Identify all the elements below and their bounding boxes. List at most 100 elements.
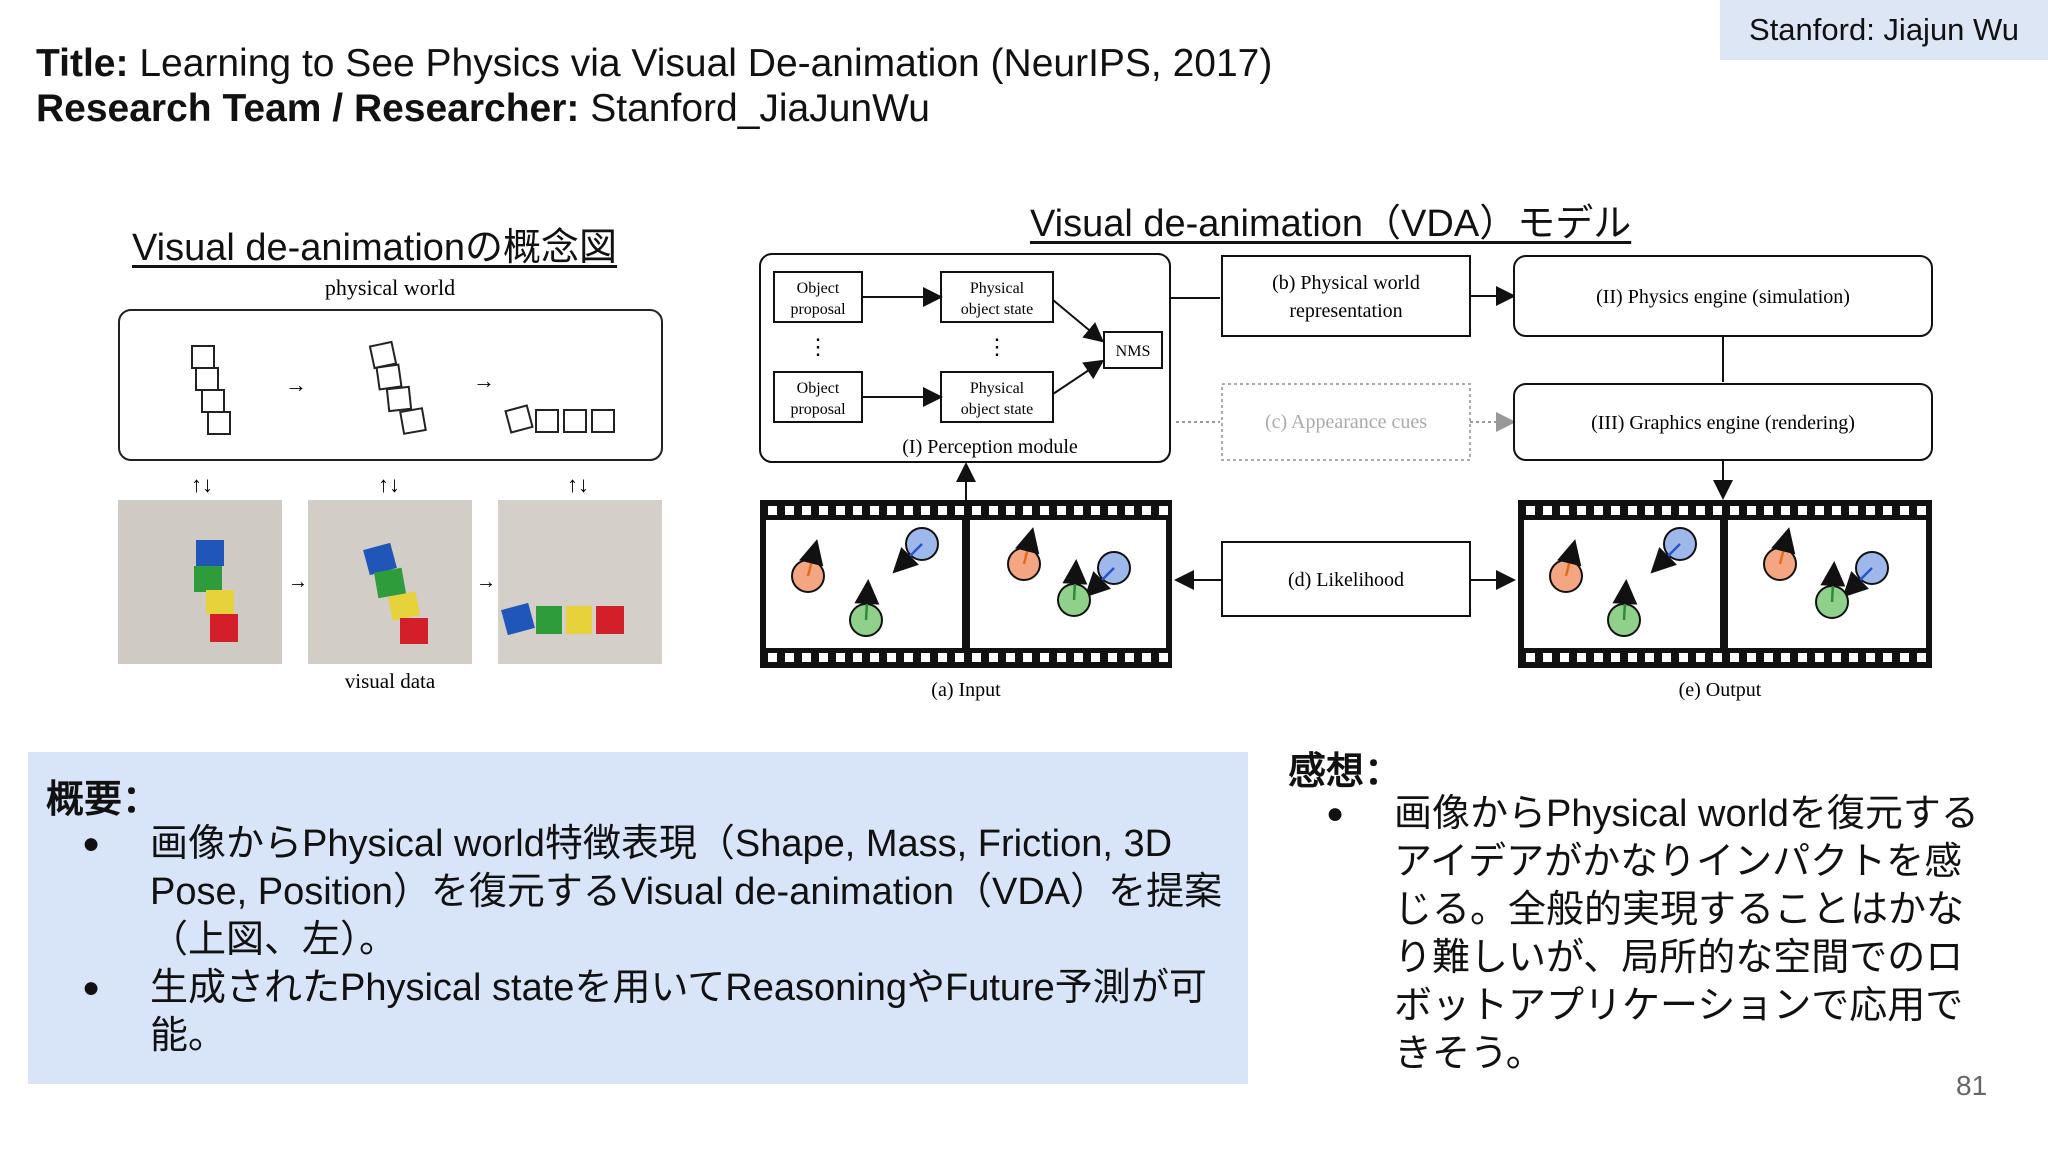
object-proposal-text-1a: Object [797, 280, 840, 297]
film-sprocket-hole [785, 653, 794, 662]
film-sprocket-hole [1057, 653, 1066, 662]
film-sprocket-hole [1781, 506, 1790, 515]
stack-arrow-1: → [285, 372, 307, 397]
film-sprocket-hole [972, 506, 981, 515]
film-sprocket-hole [1108, 653, 1117, 662]
visual-data-label: visual data [345, 669, 436, 693]
film-sprocket-hole [1543, 506, 1552, 515]
film-sprocket-hole [1747, 653, 1756, 662]
likelihood-text: (d) Likelihood [1288, 569, 1404, 591]
vertical-ellipsis-2: ⋮ [986, 334, 1008, 359]
physical-state-text-1b: object state [961, 301, 1033, 318]
summary-heading: 概要： [46, 779, 161, 821]
film-sprocket-hole [955, 653, 964, 662]
film-sprocket-hole [904, 506, 913, 515]
film-sprocket-hole [887, 653, 896, 662]
film-sprocket-hole [836, 653, 845, 662]
film-sprocket-hole [1142, 653, 1151, 662]
film-sprocket-hole [1611, 506, 1620, 515]
object-proposal-text-2a: Object [797, 380, 840, 397]
author-tag-text: Stanford: Jiajun Wu [1749, 12, 2019, 47]
film-sprocket-hole [1594, 653, 1603, 662]
cube-stack-2 [368, 340, 427, 435]
film-sprocket-hole [938, 506, 947, 515]
title-label: Title: [36, 42, 129, 85]
film-sprocket-hole [1696, 506, 1705, 515]
film-sprocket-hole [1866, 506, 1875, 515]
physical-state-box-2 [940, 371, 1054, 423]
film-sprocket-hole [1611, 653, 1620, 662]
film-sprocket-hole [1543, 653, 1552, 662]
summary-box [28, 752, 1248, 1084]
left-figure-heading: Visual de-animationの概念図 [132, 227, 618, 269]
film-sprocket-hole [1696, 653, 1705, 662]
author-tag: Stanford: Jiajun Wu [1720, 0, 2048, 60]
film-sprocket-hole [921, 653, 930, 662]
output-label: (e) Output [1679, 679, 1762, 701]
film-sprocket-hole [904, 653, 913, 662]
film-sprocket-hole [1849, 653, 1858, 662]
film-sprocket-hole [1662, 506, 1671, 515]
film-sprocket-hole [1091, 506, 1100, 515]
film-sprocket-hole [1628, 653, 1637, 662]
physical-world-panel [118, 309, 663, 461]
film-sprocket-hole [1917, 653, 1926, 662]
film-sprocket-hole [1781, 653, 1790, 662]
film-sprocket-hole [768, 653, 777, 662]
photo-2 [308, 500, 472, 664]
film-sprocket-hole [819, 506, 828, 515]
film-sprocket-hole [1815, 506, 1824, 515]
title-value: Learning to See Physics via Visual De-an… [139, 42, 1273, 85]
summary-list: ●画像からPhysical world特徴表現（Shape, Mass, Fri… [82, 820, 1230, 1060]
input-film [760, 500, 1172, 668]
film-sprocket-hole [1526, 653, 1535, 662]
film-sprocket-hole [989, 653, 998, 662]
impression-bullet-1-text: 画像からPhysical worldを復元するアイデアがかなりインパクトを感じる… [1394, 793, 1979, 1075]
arrow-state-nms-2 [1052, 359, 1105, 395]
film-sprocket-hole [1057, 506, 1066, 515]
film-sprocket-hole [1832, 653, 1841, 662]
film-sprocket-hole [1006, 506, 1015, 515]
team-label: Research Team / Researcher: [36, 87, 580, 130]
film-sprocket-hole [921, 506, 930, 515]
right-figure-heading: Visual de-animation（VDA）モデル [1030, 203, 1632, 245]
physical-state-text-1a: Physical [970, 280, 1025, 297]
film-sprocket-hole [1900, 506, 1909, 515]
perception-module-label: (I) Perception module [902, 436, 1078, 458]
likelihood-box [1221, 541, 1471, 617]
vertical-ellipsis-1: ⋮ [807, 334, 829, 359]
film-sprocket-hole [1159, 506, 1168, 515]
film-sprocket-hole [1917, 506, 1926, 515]
updown-arrow-2: ↑↓ [378, 472, 400, 497]
summary-bullet-2-text: 生成されたPhysical stateを用いてReasoningやFuture予… [150, 967, 1207, 1057]
photo-arrow-2: → [476, 571, 496, 593]
film-sprocket-hole [768, 506, 777, 515]
film-sprocket-hole [1679, 653, 1688, 662]
film-sprocket-hole [1900, 653, 1909, 662]
film-sprocket-hole [1159, 653, 1168, 662]
film-sprocket-hole [1713, 506, 1722, 515]
appearance-cues-box [1221, 383, 1471, 461]
impression-bullet-1: ● 画像からPhysical worldを復元するアイデアがかなりインパクトを感じ… [1326, 790, 1994, 1078]
film-sprocket-hole [1849, 506, 1858, 515]
film-sprocket-hole [1883, 506, 1892, 515]
summary-bullet-2: ● 生成されたPhysical stateを用いてReasoningやFuture… [82, 964, 1230, 1060]
film-sprocket-hole [853, 506, 862, 515]
updown-arrow-3: ↑↓ [567, 472, 589, 497]
title-line: Title: Learning to See Physics via Visua… [36, 42, 1272, 86]
bullet-dot: ● [82, 827, 101, 860]
physical-world-label: physical world [325, 275, 455, 300]
photo-1 [118, 500, 282, 664]
bullet-dot: ● [1326, 797, 1345, 830]
physical-world-repr-text-2: representation [1289, 300, 1402, 322]
film-sprocket-hole [1074, 653, 1083, 662]
film-sprocket-hole [1679, 506, 1688, 515]
arrow-state-nms-1 [1052, 299, 1105, 343]
film-sprocket-hole [1628, 506, 1637, 515]
graphics-engine-text: (III) Graphics engine (rendering) [1591, 412, 1855, 434]
bullet-dot: ● [82, 971, 101, 1004]
film-sprocket-hole [1645, 653, 1654, 662]
film-sprocket-hole [1125, 506, 1134, 515]
film-sprocket-hole [1594, 506, 1603, 515]
film-sprocket-hole [1142, 506, 1151, 515]
